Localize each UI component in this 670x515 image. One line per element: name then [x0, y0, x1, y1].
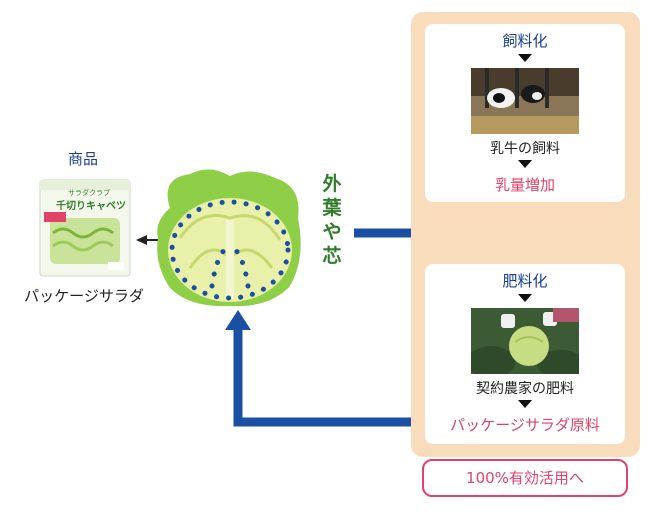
feed-card-title: 飼料化 — [502, 32, 548, 50]
feed-card-result: 乳量増加 — [494, 176, 555, 194]
flow-return-arrowhead — [225, 310, 251, 330]
recycling-panel: 飼料化 乳牛の飼料 乳量増加 肥料化 — [411, 12, 640, 457]
feed-card: 飼料化 乳牛の飼料 乳量増加 — [425, 24, 625, 202]
fertilizer-card-result: パッケージサラダ原料 — [450, 416, 600, 434]
outer-leaves-char: や — [322, 221, 342, 243]
full-utilization-badge: 100%有効活用へ — [422, 459, 628, 497]
feed-card-text: 乳牛の飼料 — [490, 141, 560, 157]
down-triangle-icon — [518, 160, 532, 168]
fertilizer-card-text: 契約農家の肥料 — [476, 381, 574, 397]
outer-leaves-char: 外 — [322, 173, 342, 195]
product-caption: パッケージサラダ — [24, 287, 144, 305]
outer-leaves-char: 葉 — [322, 197, 342, 219]
package-brand-text: サラダクラブ — [68, 188, 110, 197]
flow-line-return — [233, 326, 424, 427]
down-triangle-icon — [518, 400, 532, 408]
product-label: 商品 — [67, 150, 98, 168]
cabbage-cross-section-image — [157, 169, 301, 307]
down-triangle-icon — [518, 294, 532, 302]
package-name-text: 千切りキャベツ — [56, 199, 126, 212]
down-triangle-icon — [518, 54, 532, 62]
salad-package-image: サラダクラブ 千切りキャベツ — [39, 179, 131, 277]
outer-leaves-and-core-label: 外 葉 や 芯 — [316, 172, 348, 268]
product-arrowhead — [136, 235, 147, 245]
cabbage-harvest-photo — [471, 308, 579, 374]
outer-leaves-char: 芯 — [322, 245, 342, 267]
dairy-cows-photo — [471, 68, 579, 134]
fertilizer-card: 肥料化 契約農家の肥料 パッケージサラダ原料 — [425, 264, 625, 444]
fertilizer-card-title: 肥料化 — [502, 272, 548, 290]
